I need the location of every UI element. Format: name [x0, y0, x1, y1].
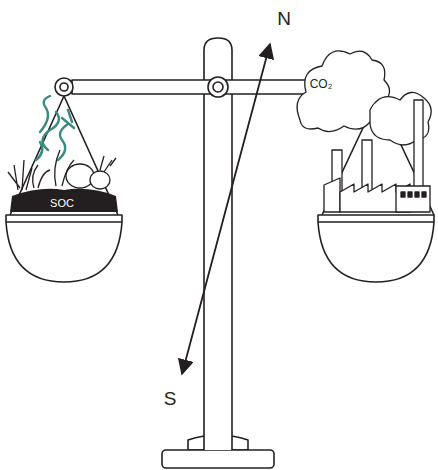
co2-label: CO₂: [310, 78, 333, 90]
soc-label: SOC: [50, 198, 74, 209]
south-label: S: [164, 389, 177, 408]
north-label: N: [277, 9, 291, 28]
